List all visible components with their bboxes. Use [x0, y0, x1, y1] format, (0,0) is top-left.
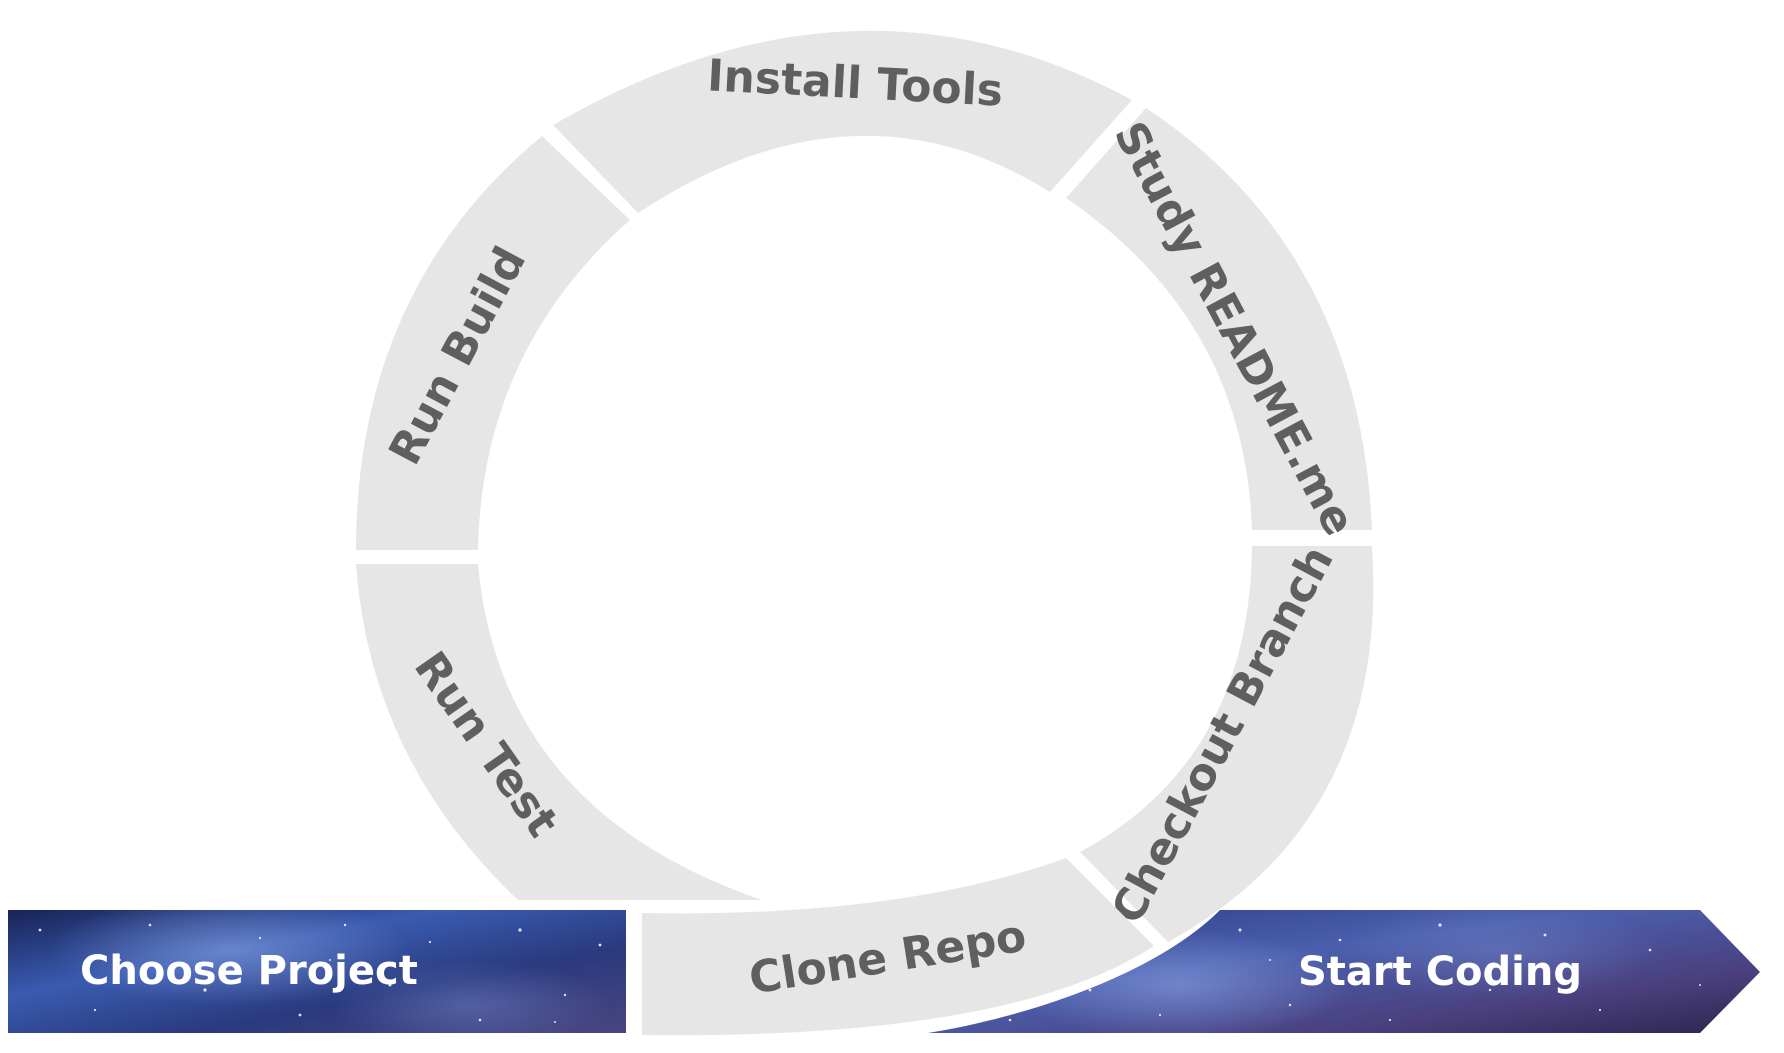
step-study-readme: Study README.me	[1066, 108, 1372, 544]
step-checkout-branch: Checkout Branch	[1080, 538, 1374, 942]
choose-project-label: Choose Project	[80, 948, 418, 994]
step-run-test: Run Test	[356, 564, 762, 900]
step-run-build: Run Build	[356, 136, 630, 550]
choose-project-band: Choose Project	[8, 910, 626, 1033]
step-clone-repo: Clone Repo	[642, 858, 1154, 1036]
start-coding-label: Start Coding	[1298, 949, 1582, 995]
step-install-tools: Install Tools	[553, 30, 1132, 214]
